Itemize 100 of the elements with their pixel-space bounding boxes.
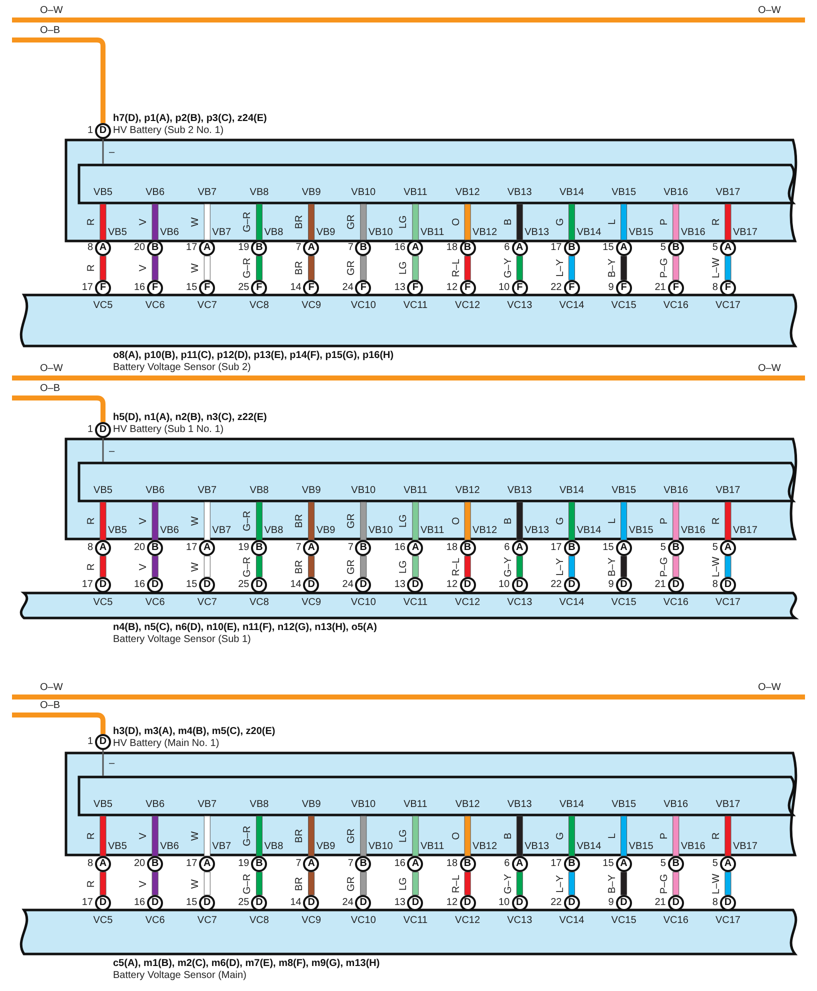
terminal-label: VC5 (92, 300, 114, 312)
terminal-label: VC17 (714, 300, 742, 312)
terminal-label: VC14 (558, 915, 586, 927)
connector-pin: B (147, 540, 164, 556)
wire-color-code: G–R (242, 510, 254, 532)
wire-color-code: O–W (40, 5, 63, 17)
terminal-label: VB16 (662, 485, 690, 497)
pin-number: 16 (134, 579, 146, 591)
terminal-label: VB5 (92, 485, 114, 497)
connector-pin: B (147, 856, 164, 872)
wire-color-code: B–Y (606, 874, 619, 893)
terminal-label: VB6 (160, 525, 179, 537)
connector-pin: A (199, 856, 216, 872)
terminal-label: VC7 (196, 597, 218, 609)
connector-pin: D (460, 895, 476, 911)
terminal-label: VB9 (316, 227, 336, 239)
wire (620, 816, 628, 856)
terminal-label: VC6 (144, 915, 166, 927)
pin-number: 8 (712, 282, 718, 294)
wire (308, 502, 315, 540)
terminal-label: VC5 (92, 915, 114, 927)
terminal-label: VB7 (212, 227, 232, 239)
wire (308, 816, 315, 856)
terminal-label: VB12 (472, 841, 498, 853)
terminal-label: VC13 (506, 915, 534, 927)
wire (672, 256, 680, 280)
pin-number: 16 (394, 242, 406, 254)
pin-number: 1 (87, 125, 93, 137)
connector-pin: A (720, 540, 736, 556)
connector-pin: F (668, 280, 684, 296)
wire (360, 816, 367, 856)
wire (100, 256, 106, 280)
connector-pin: A (512, 540, 528, 556)
terminal-label: VB9 (316, 525, 336, 537)
pin-number: 5 (712, 542, 718, 554)
wire (412, 256, 419, 280)
pin-number: 10 (498, 579, 510, 591)
connector-pin: A (512, 856, 528, 872)
terminal-label: VB12 (472, 227, 498, 239)
terminal-label: VB17 (714, 187, 742, 199)
connector-pin: D (355, 577, 372, 593)
pin-number: 22 (550, 282, 562, 294)
wire-color-code: L (606, 833, 619, 839)
pin-number: 9 (608, 579, 614, 591)
connector-pin: D (303, 895, 320, 911)
wire-color-code: GR (346, 828, 358, 844)
connector-pin: A (720, 240, 736, 256)
wire (256, 502, 262, 540)
terminal-label: VB17 (732, 525, 758, 537)
wire-color-code: BR (294, 829, 306, 843)
terminal-label: VC6 (144, 597, 166, 609)
terminal-label: VB17 (732, 841, 758, 853)
terminal-label: VB16 (680, 227, 706, 239)
pin-number: 20 (134, 542, 146, 554)
pin-number: 14 (290, 897, 302, 909)
wire-color-code: G–R (242, 258, 254, 278)
terminal-label: VC8 (248, 597, 270, 609)
wire (412, 816, 419, 856)
connector-code-list: h7(D), p1(A), p2(B), p3(C), z24(E) (113, 113, 267, 125)
connector-code-list: n4(B), n5(C), n6(D), n10(E), n11(F), n12(G), n13(H), o5(A) (113, 622, 377, 634)
connector-pin: D (147, 577, 164, 593)
wire-color-code: O–W (40, 682, 63, 694)
wire-color-code: O–W (40, 363, 63, 375)
terminal-label: VB15 (610, 799, 638, 811)
pin-number: 7 (348, 858, 354, 870)
terminal-label: VC17 (714, 597, 742, 609)
pin-number: 16 (394, 542, 406, 554)
terminal-label: VB14 (576, 525, 602, 537)
terminal-label: VB8 (264, 227, 284, 239)
wire (102, 438, 104, 462)
wire-color-code: W (190, 878, 202, 888)
terminal-label: VB15 (610, 485, 638, 497)
connector-pin: D (407, 577, 424, 593)
terminal-label: VB5 (92, 187, 114, 199)
wire (152, 256, 158, 280)
wire (204, 502, 210, 540)
terminal-label: VC17 (714, 915, 742, 927)
wire-color-code: G–R (242, 826, 254, 846)
terminal-label: VC16 (662, 915, 690, 927)
connector-pin: F (95, 280, 111, 296)
terminal-label: VB8 (264, 841, 284, 853)
wire-color-code: V (138, 832, 150, 840)
wire (152, 204, 158, 240)
connector-pin: B (355, 856, 372, 872)
pin-number: 22 (550, 579, 562, 591)
wire (464, 502, 471, 540)
wire-color-code: V (138, 563, 150, 570)
connector-pin: D (720, 895, 736, 911)
wire-color-code: BR (294, 514, 306, 528)
connector-pin: A (303, 856, 320, 872)
terminal-label: VC13 (506, 597, 534, 609)
polarity-sign: – (109, 147, 115, 159)
connector-pin: A (303, 240, 320, 256)
connector-code-list: h3(D), m3(A), m4(B), m5(C), z20(E) (113, 726, 276, 738)
pin-number: 13 (394, 579, 406, 591)
wire-color-code: B–Y (606, 557, 619, 576)
connector-pin: B (355, 240, 372, 256)
pin-number: 17 (550, 858, 562, 870)
pin-number: 15 (186, 282, 198, 294)
wire (516, 256, 523, 280)
